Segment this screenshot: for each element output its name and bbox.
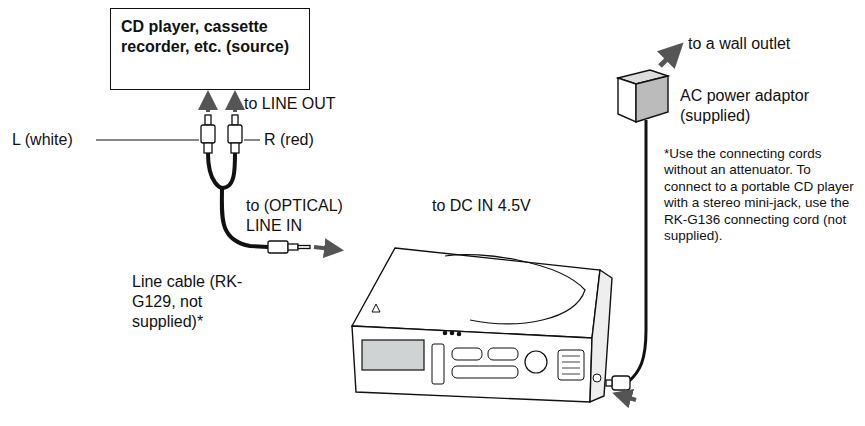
- rca-plug: [201, 115, 242, 153]
- source-box: CD player, cassette recorder, etc. (sour…: [110, 8, 310, 90]
- leader-line: [96, 140, 199, 141]
- direction-arrow: [660, 46, 680, 66]
- direction-arrow: [314, 247, 340, 250]
- line-cable: [208, 153, 235, 188]
- cable-label: Line cable (RK-G129, not supplied)*: [132, 272, 257, 332]
- md-recorder: [352, 248, 612, 402]
- leader-line: [244, 140, 260, 141]
- direction-arrow: [206, 94, 210, 112]
- port-label: to (OPTICAL) LINE IN: [246, 196, 368, 236]
- adaptor-label: AC power adaptor (supplied): [680, 86, 850, 126]
- direction-arrow: [233, 94, 237, 112]
- mini-plug: [268, 241, 310, 253]
- footnote: *Use the connecting cords without an att…: [664, 146, 860, 245]
- box-text: CD player, cassette recorder, etc. (sour…: [121, 17, 299, 57]
- outlet-label: to a wall outlet: [688, 34, 848, 54]
- direction-arrow: [616, 394, 636, 400]
- port-label: to LINE OUT: [244, 94, 364, 114]
- plug-label: L (white): [12, 130, 102, 150]
- ac-adaptor: [618, 70, 668, 122]
- plug-label: R (red): [264, 130, 344, 150]
- dc-plug: [606, 376, 630, 390]
- port-label: to DC IN 4.5V: [432, 196, 542, 216]
- power-cord: [628, 120, 646, 382]
